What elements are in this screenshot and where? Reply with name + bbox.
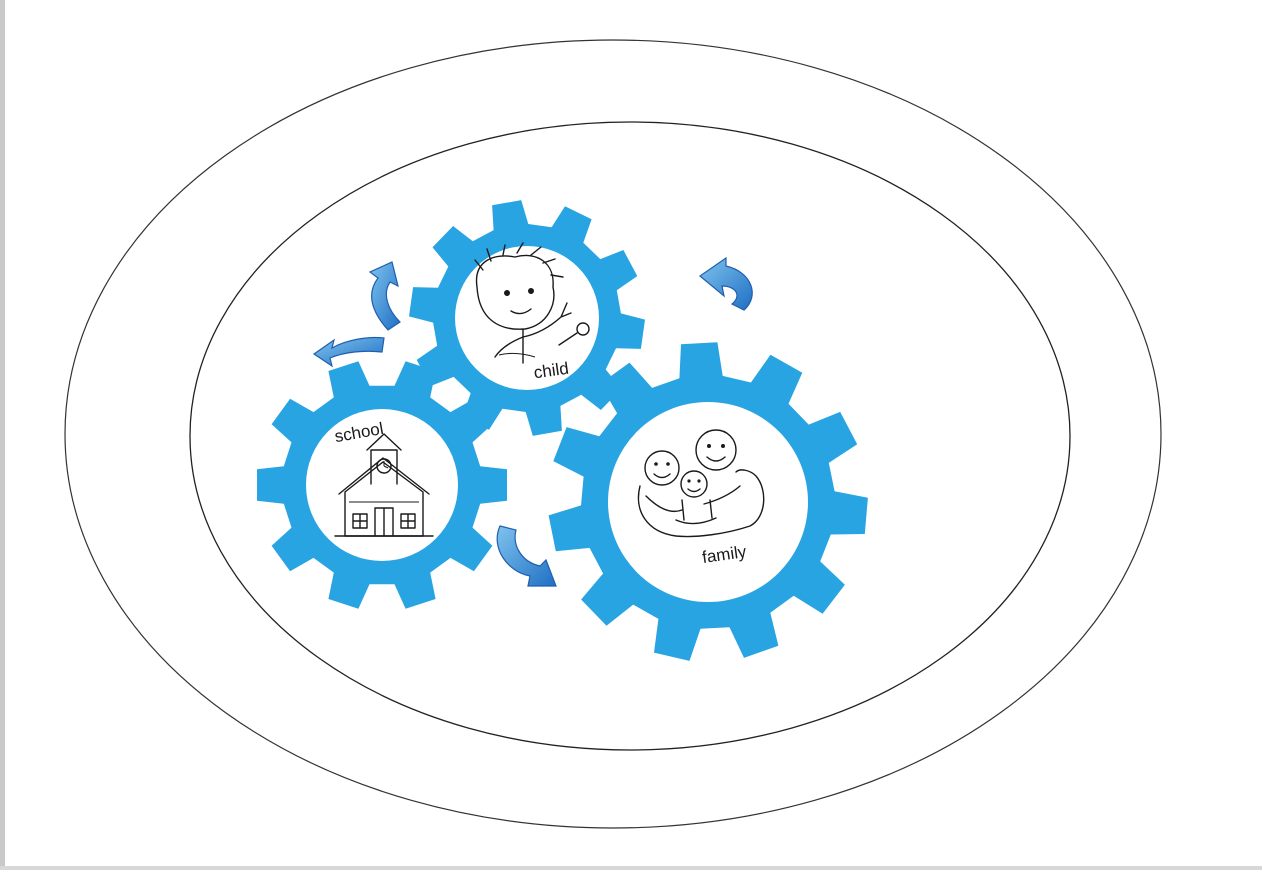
- gears-layer: [257, 200, 868, 661]
- inner-ellipse: [189, 121, 1071, 751]
- school-building-icon: [334, 433, 434, 537]
- family-drawing-icon: [637, 429, 765, 538]
- outer-ellipse: [64, 39, 1162, 829]
- gear-label-family: family: [701, 542, 748, 567]
- gear-family: [548, 342, 868, 661]
- curved-arrow-icon: [699, 256, 753, 311]
- bottom-frame-strip: [0, 866, 1262, 870]
- curved-arrow-icon: [368, 261, 401, 331]
- gear-school: [257, 361, 507, 609]
- curved-arrow-icon: [496, 525, 557, 587]
- curved-arrow-icon: [312, 336, 385, 368]
- child-drawing-icon: [474, 242, 590, 364]
- gear-child: [409, 200, 645, 436]
- gear-label-school: school: [333, 419, 385, 446]
- gear-label-child: child: [533, 359, 570, 383]
- left-frame-strip: [0, 0, 5, 870]
